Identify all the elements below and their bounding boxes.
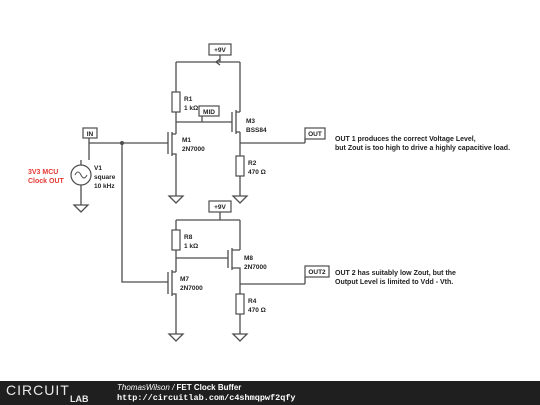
out2-flag: OUT2 — [304, 265, 330, 278]
m8-value: 2N7000 — [244, 264, 267, 271]
m3-value: BSS84 — [246, 127, 267, 134]
in-label: IN — [87, 131, 94, 138]
mcu-label-line1: 3V3 MCU — [28, 169, 58, 176]
nmos-m1: M1 2N7000 — [164, 126, 205, 196]
voltage-source-v1: V1 square 10 kHz — [70, 164, 116, 190]
note-out2-line1: OUT 2 has suitably low Zout, but the — [335, 270, 456, 277]
author-name[interactable]: ThomasWilson — [117, 383, 170, 392]
circuit-url[interactable]: http://circuitlab.com/c4shmqpwf2qfy — [117, 393, 296, 403]
schematic-drawing: +9V R1 1 kΩ MID M3 BSS84 OUT R2 470 Ω M1 — [28, 43, 510, 342]
resistor-r1: R1 1 kΩ — [171, 91, 198, 113]
byline: ThomasWilson / FET Clock Buffer — [117, 383, 242, 392]
vdd-flag-top: +9V — [208, 43, 232, 56]
mcu-label-line2: Clock OUT — [28, 178, 65, 185]
r8-ref: R8 — [184, 234, 193, 241]
ground-m7 — [167, 333, 185, 342]
r2-value: 470 Ω — [248, 169, 266, 176]
nmos-m8: M8 2N7000 — [227, 248, 267, 284]
out2-label: OUT2 — [308, 269, 326, 276]
m1-ref: M1 — [182, 137, 191, 144]
out-label: OUT — [308, 131, 322, 138]
m8-ref: M8 — [244, 255, 253, 262]
note-out2-line2: Output Level is limited to Vdd - Vth. — [335, 279, 453, 286]
note-out1-line1: OUT 1 produces the correct Voltage Level… — [335, 136, 476, 143]
m1-value: 2N7000 — [182, 146, 205, 153]
resistor-r8: R8 1 kΩ — [171, 229, 198, 251]
m3-ref: M3 — [246, 118, 255, 125]
circuitlab-logo[interactable]: CIRCUIT — [6, 382, 70, 398]
footer-bar: CIRCUIT LAB ThomasWilson / FET Clock Buf… — [0, 381, 540, 405]
vdd-flag-bottom: +9V — [208, 200, 232, 213]
r1-value: 1 kΩ — [184, 105, 198, 112]
mid-label: MID — [203, 109, 215, 116]
circuit-title: FET Clock Buffer — [176, 383, 242, 392]
vdd-label-bottom: +9V — [214, 204, 226, 211]
circuitlab-logo-sub: LAB — [70, 394, 89, 404]
vdd-label-top: +9V — [214, 47, 226, 54]
pmos-m3: M3 BSS84 — [231, 110, 267, 143]
r4-value: 470 Ω — [248, 307, 266, 314]
nmos-m7: M7 2N7000 — [160, 270, 203, 334]
ground-r2 — [231, 195, 249, 204]
resistor-r4: R4 470 Ω — [235, 293, 266, 315]
r1-ref: R1 — [184, 96, 193, 103]
out-flag: OUT — [304, 127, 326, 140]
ground-m1 — [167, 195, 185, 204]
resistor-r2: R2 470 Ω — [235, 155, 266, 177]
r2-ref: R2 — [248, 160, 257, 167]
r8-value: 1 kΩ — [184, 243, 198, 250]
m7-ref: M7 — [180, 276, 189, 283]
in-flag: IN — [82, 127, 98, 139]
ground-v1 — [72, 204, 90, 213]
v1-freq: 10 kHz — [94, 183, 115, 190]
ground-r4 — [231, 333, 249, 342]
v1-wave: square — [94, 174, 116, 181]
m7-value: 2N7000 — [180, 285, 203, 292]
mid-flag: MID — [198, 105, 220, 117]
v1-ref: V1 — [94, 165, 102, 172]
r4-ref: R4 — [248, 298, 257, 305]
note-out1-line2: but Zout is too high to drive a highly c… — [335, 145, 510, 152]
